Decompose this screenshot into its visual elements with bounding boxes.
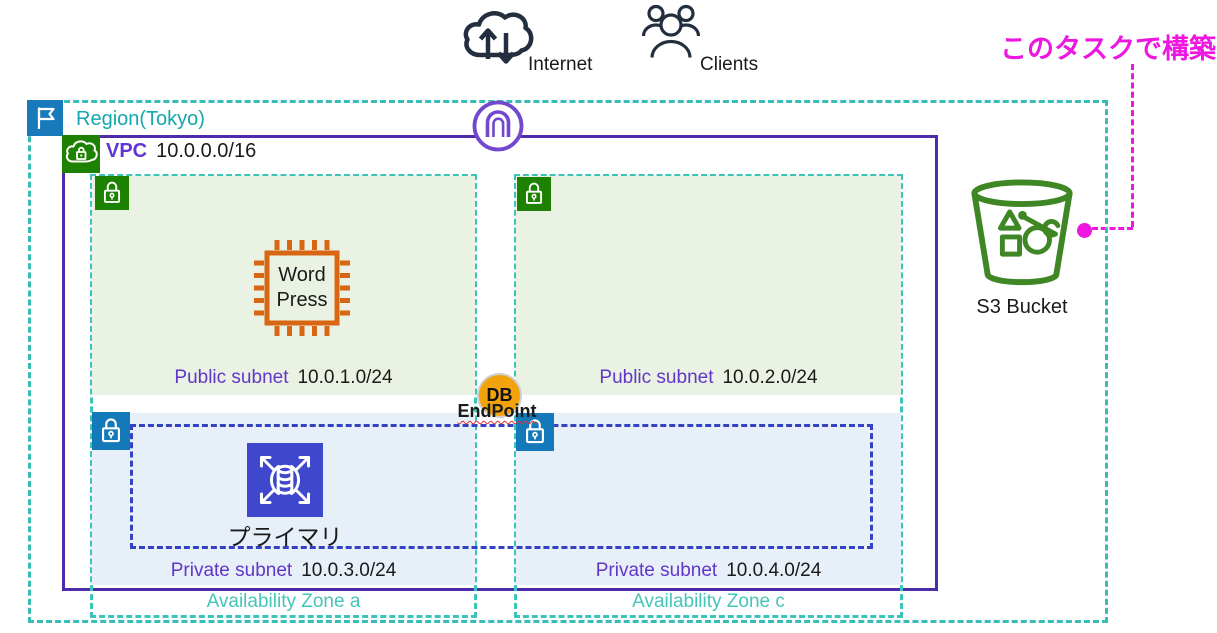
annotation-label: このタスクで構築 [1000, 34, 1216, 64]
db-endpoint-icon: DB [477, 373, 522, 418]
db-endpoint-label: EndPoint [457, 401, 537, 421]
public-subnet-c-fill [516, 176, 901, 395]
public-subnet-a-fill [92, 176, 475, 395]
region-label: Region(Tokyo) [76, 108, 205, 130]
availability-zone-a-label: Availability Zone a [206, 591, 361, 612]
internet-label: Internet [528, 54, 593, 75]
region-container [28, 100, 1108, 623]
rds-primary-icon [247, 443, 323, 517]
wordpress-instance-icon [254, 240, 350, 336]
annotation-connector-horizontal [1092, 227, 1133, 230]
vpc-cidr: 10.0.0.0/16 [156, 140, 257, 162]
annotation-dot [1077, 223, 1092, 238]
wordpress-label: Word Press [276, 264, 328, 311]
availability-zone-a-container [90, 174, 477, 618]
clients-label: Clients [700, 54, 759, 75]
s3-bucket-icon [971, 179, 1073, 286]
vpc-label-row: VPC 10.0.0.0/16 [106, 140, 256, 163]
private-subnet-lock-icon [92, 412, 130, 450]
rds-primary-label: プライマリ [227, 524, 343, 550]
private-subnet-c-fill [516, 413, 901, 585]
vpc-label: VPC [106, 140, 148, 162]
annotation-connector-vertical [1131, 64, 1134, 227]
db-subnet-group-border [130, 424, 873, 549]
s3-bucket-label: S3 Bucket [976, 296, 1068, 318]
flag-icon [27, 100, 63, 136]
private-subnet-lock-icon [516, 413, 554, 451]
internet-cloud-icon [463, 11, 534, 64]
clients-users-icon [641, 4, 701, 58]
public-subnet-lock-icon [517, 177, 551, 211]
internet-gateway-icon [472, 100, 524, 152]
public-subnet-lock-icon [95, 176, 129, 210]
availability-zone-c-label: Availability Zone c [632, 591, 785, 612]
cloud-lock-icon [62, 135, 100, 173]
